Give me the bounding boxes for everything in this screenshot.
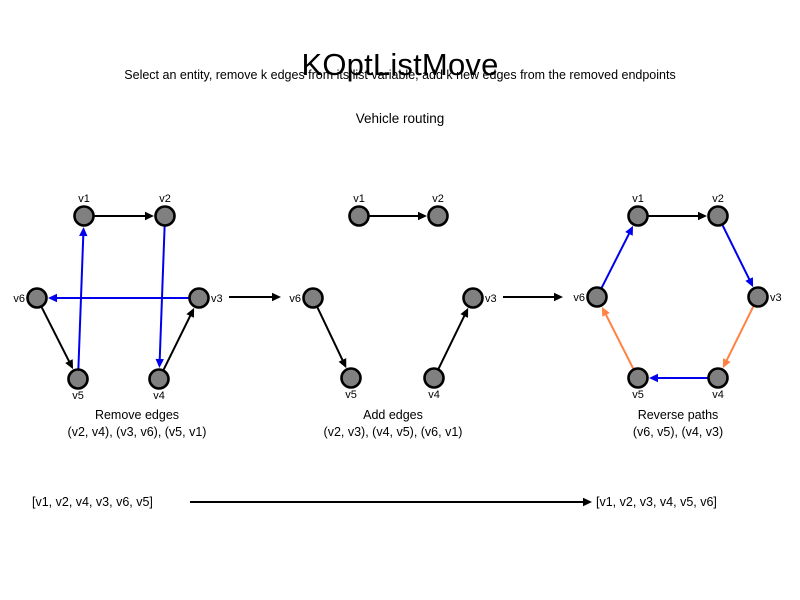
graph-node-reverse-v6[interactable]: v6	[573, 286, 608, 308]
graph-node-add-v5[interactable]: v5	[340, 367, 362, 402]
node-label-v3: v3	[770, 292, 782, 304]
edge-reverse-v5-to-v6	[601, 306, 635, 370]
node-circle-v4	[423, 367, 445, 389]
node-circle-v2	[707, 205, 729, 227]
graph-node-remove-v2[interactable]: v2	[154, 193, 176, 227]
node-label-v6: v6	[289, 293, 301, 305]
page-title: KOptListMove	[301, 46, 499, 82]
edge-remove-v6-to-v5	[40, 306, 74, 370]
node-label-v5: v5	[345, 389, 357, 401]
edge-remove-v4-to-v3	[162, 307, 195, 371]
node-circle-v5	[67, 368, 89, 390]
panel-caption-title-remove: Remove edges	[95, 408, 179, 422]
graph-node-remove-v5[interactable]: v5	[67, 368, 89, 403]
node-circle-v4	[707, 367, 729, 389]
edge-reverse-v2-to-v3	[721, 224, 754, 288]
captions-layer: Remove edges (v2, v4), (v3, v6), (v5, v1)…	[68, 408, 724, 439]
graph-node-reverse-v2[interactable]: v2	[707, 193, 729, 227]
node-circle-v1	[73, 205, 95, 227]
node-circle-v5	[340, 367, 362, 389]
graph-node-remove-v3[interactable]: v3	[188, 287, 223, 309]
edge-reverse-v4-to-v5	[649, 373, 708, 383]
list-before-label: [v1, v2, v4, v3, v6, v5]	[32, 495, 153, 509]
graph-node-add-v1[interactable]: v1	[348, 193, 370, 227]
node-label-v6: v6	[13, 293, 25, 305]
node-circle-v4	[148, 368, 170, 390]
node-label-v6: v6	[573, 292, 585, 304]
footer-transform-arrow	[190, 497, 592, 507]
graph-node-add-v4[interactable]: v4	[423, 367, 445, 402]
node-label-v1: v1	[632, 193, 644, 205]
node-label-v4: v4	[428, 389, 440, 401]
section-title: Vehicle routing	[355, 111, 445, 126]
node-circle-v6	[302, 287, 324, 309]
node-label-v3: v3	[211, 293, 223, 305]
graph-node-remove-v6[interactable]: v6	[13, 287, 48, 309]
connector-2	[503, 292, 563, 302]
node-circle-v6	[586, 286, 608, 308]
page-subtitle: Select an entity, remove k edges from it…	[124, 68, 676, 82]
node-circle-v5	[627, 367, 649, 389]
graph-node-reverse-v5[interactable]: v5	[627, 367, 649, 402]
node-circle-v3	[747, 286, 769, 308]
connector-1	[229, 292, 281, 302]
graph-node-add-v3[interactable]: v3	[462, 287, 497, 309]
node-label-v2: v2	[712, 193, 724, 205]
panel-caption-title-add: Add edges	[363, 408, 423, 422]
edge-remove-v3-to-v6	[48, 293, 189, 303]
node-label-v5: v5	[72, 390, 84, 402]
graph-node-remove-v4[interactable]: v4	[148, 368, 170, 403]
node-circle-v2	[427, 205, 449, 227]
edge-remove-v2-to-v4	[155, 225, 166, 369]
edge-remove-v1-to-v2	[94, 211, 154, 221]
node-label-v2: v2	[432, 193, 444, 205]
node-circle-v1	[627, 205, 649, 227]
edge-add-v6-to-v5	[316, 306, 347, 369]
edge-reverse-v3-to-v4	[722, 305, 755, 369]
graph-node-reverse-v4[interactable]: v4	[707, 367, 729, 402]
node-circle-v3	[462, 287, 484, 309]
graph-node-reverse-v3[interactable]: v3	[747, 286, 782, 308]
edges-layer	[40, 211, 755, 383]
graph-node-add-v6[interactable]: v6	[289, 287, 324, 309]
list-after-label: [v1, v2, v3, v4, v5, v6]	[596, 495, 717, 509]
edge-reverse-v6-to-v1	[600, 225, 634, 289]
panel-caption-title-reverse: Reverse paths	[638, 408, 719, 422]
panel-connectors-layer	[229, 292, 563, 302]
nodes-layer: v1 v2 v3 v4 v5 v6 v1 v2 v3 v4 v5 v6 v1 v2 v3 v4 v5 v6	[13, 193, 781, 402]
edge-add-v4-to-v3	[437, 307, 469, 370]
footer-layer: [v1, v2, v4, v3, v6, v5] [v1, v2, v3, v4,…	[32, 495, 717, 509]
graph-node-reverse-v1[interactable]: v1	[627, 193, 649, 227]
node-label-v3: v3	[485, 293, 497, 305]
node-circle-v6	[26, 287, 48, 309]
panel-caption-detail-remove: (v2, v4), (v3, v6), (v5, v1)	[68, 425, 207, 439]
panel-caption-detail-reverse: (v6, v5), (v4, v3)	[633, 425, 723, 439]
node-circle-v3	[188, 287, 210, 309]
node-circle-v2	[154, 205, 176, 227]
node-label-v4: v4	[153, 390, 165, 402]
graph-node-add-v2[interactable]: v2	[427, 193, 449, 227]
node-label-v1: v1	[353, 193, 365, 205]
node-label-v4: v4	[712, 389, 724, 401]
panel-caption-detail-add: (v2, v3), (v4, v5), (v6, v1)	[324, 425, 463, 439]
node-label-v1: v1	[78, 193, 90, 205]
graph-node-remove-v1[interactable]: v1	[73, 193, 95, 227]
edge-add-v1-to-v2	[369, 211, 427, 221]
node-label-v5: v5	[632, 389, 644, 401]
node-circle-v1	[348, 205, 370, 227]
edge-remove-v5-to-v1	[77, 226, 88, 370]
edge-reverse-v1-to-v2	[648, 211, 707, 221]
node-label-v2: v2	[159, 193, 171, 205]
